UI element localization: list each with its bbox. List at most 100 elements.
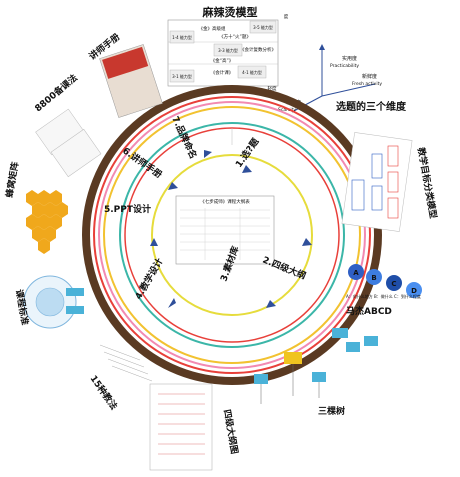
- honeycomb-cell: [26, 214, 38, 230]
- abcd-letter: A: [353, 269, 359, 277]
- abcd-c: [386, 275, 402, 291]
- arrow-head-icon: [168, 298, 176, 308]
- honeycomb-cell: [44, 226, 56, 242]
- tree-box: [312, 372, 326, 382]
- honeycomb-title: 蜂窝矩阵: [3, 161, 21, 199]
- classify-node: [387, 171, 399, 193]
- mala-cell-text: 《会计课》: [211, 69, 234, 76]
- tree-box: [364, 336, 378, 346]
- wheel-label-5: 5.PPT设计: [104, 203, 151, 215]
- course-standard: 课程标准: [13, 275, 84, 329]
- honeycomb-matrix: 蜂窝矩阵: [3, 161, 68, 254]
- mala-cell-label: 3-1 能力型: [172, 73, 192, 79]
- fifteen-title: 15种教法: [88, 373, 121, 412]
- s8800-title: 8800备课法: [32, 72, 80, 115]
- axis-sub: Scarcity: [278, 107, 296, 113]
- mala-cell-box: [169, 30, 195, 44]
- arrow-head-icon: [266, 300, 276, 308]
- dimensions-title: 选题的三个维度: [336, 100, 407, 113]
- handbook-cover: [102, 46, 149, 79]
- arrow-head-icon: [168, 182, 178, 190]
- wheel-outer-ring: [82, 85, 382, 385]
- methods-line: [111, 365, 153, 382]
- abcd-a: [348, 264, 364, 280]
- outline-sheet: [149, 383, 213, 471]
- abcd-model: A B C D A：向什么地方 B：做什么 C：到什么程度 马杰ABCD: [346, 264, 422, 317]
- classify-node: [371, 185, 383, 211]
- honeycomb-cell: [38, 190, 50, 206]
- wheel: [82, 85, 382, 385]
- abcd-note: A：向什么地方 B：做什么 C：到什么程度: [346, 293, 421, 299]
- wheel-label-1: 1.选?题: [233, 135, 262, 170]
- abcd-d: [406, 282, 422, 298]
- outline-diagram: 四级大纲图: [149, 383, 241, 471]
- axis-line: [291, 95, 323, 113]
- honeycomb-cell: [50, 190, 62, 206]
- center-doc-frame: [175, 195, 275, 265]
- classify-node: [351, 179, 365, 211]
- wheel-ring: [93, 96, 371, 374]
- tree-title: 三棵树: [318, 405, 345, 417]
- mala-cell-label: 4-1 能力型: [242, 69, 262, 75]
- classify-title: 教学目标分类模型: [415, 145, 439, 219]
- axis-name: 实用度: [342, 55, 357, 62]
- mala-cell-box: [169, 69, 195, 83]
- s8800-doc: [50, 128, 102, 178]
- tree-box: [346, 342, 360, 352]
- wheel-label-7: 7.品牌命名: [169, 114, 199, 160]
- methods-line: [103, 351, 145, 368]
- axis-name: 新鲜度: [362, 73, 377, 80]
- abcd-title: 马杰ABCD: [346, 305, 392, 317]
- wheel-inner-ring: [151, 154, 313, 316]
- classify-node: [371, 153, 383, 179]
- center-document: 《七步成师》课程大纲表: [175, 195, 275, 265]
- wheel-ring: [119, 122, 345, 348]
- arrow-head-icon: [204, 150, 212, 158]
- arrow-head-icon: [150, 238, 158, 246]
- course-standard-tag: [66, 306, 84, 314]
- wheel-label-4: 4.教学设计: [132, 256, 165, 302]
- mala-cell-text: 《方十“火”题》: [219, 33, 251, 40]
- dimension-axes: 实用度 Practicability 新鲜度 Fresh activity 稀缺…: [278, 44, 407, 113]
- classify-node: [387, 197, 399, 219]
- axis-sub: Practicability: [330, 63, 359, 69]
- methods-line: [99, 344, 141, 361]
- outline-title: 四级大纲图: [221, 408, 241, 454]
- wheel-ring: [98, 101, 366, 369]
- course-standard-tag: [66, 288, 84, 296]
- honeycomb-cell: [38, 238, 50, 254]
- honeycomb-cell: [44, 202, 56, 218]
- mala-cell-label: 3-3 能力型: [218, 47, 238, 53]
- honeycomb-cell: [26, 190, 38, 206]
- s8800-method: 8800备课法: [32, 72, 102, 178]
- abcd-letter: D: [411, 287, 417, 295]
- arrow-head-icon: [319, 44, 325, 50]
- abcd-letter: C: [391, 280, 396, 288]
- axis-sub: Fresh activity: [352, 81, 382, 87]
- classify-model: 教学目标分类模型: [341, 132, 439, 232]
- wheel-label-2: 2.四级大纲: [261, 254, 308, 282]
- mala-cell-text: 《金“高”》: [211, 57, 234, 64]
- mala-axis-label: 轻度: [268, 85, 277, 92]
- tree-box: [284, 352, 302, 364]
- three-trees: 三棵树: [254, 328, 378, 417]
- tree-box: [332, 328, 348, 338]
- wheel-ring: [103, 106, 361, 364]
- mala-model: 麻辣烫模型 3-5 能力型 《金》高级组 1-4 能力型 《方十“火”题》 3-…: [167, 5, 289, 92]
- mala-cell-label: 1-4 能力型: [172, 34, 192, 40]
- classify-node: [387, 145, 399, 167]
- arrow-head-icon: [242, 165, 252, 173]
- mala-cell-box: [237, 65, 267, 79]
- mala-cell-text: 《金》高级组: [199, 25, 226, 32]
- mala-cell-label: 3-5 能力型: [253, 24, 273, 30]
- course-standard-core: [35, 287, 65, 317]
- arrow-head-icon: [302, 238, 312, 246]
- abcd-letter: B: [371, 274, 376, 282]
- methods-line: [107, 358, 149, 375]
- mala-model-title: 麻辣烫模型: [202, 5, 258, 19]
- honeycomb-cell: [32, 226, 44, 242]
- mala-cell-box: [249, 20, 277, 34]
- honeycomb-cell: [32, 202, 44, 218]
- mala-cell-box: [213, 43, 243, 57]
